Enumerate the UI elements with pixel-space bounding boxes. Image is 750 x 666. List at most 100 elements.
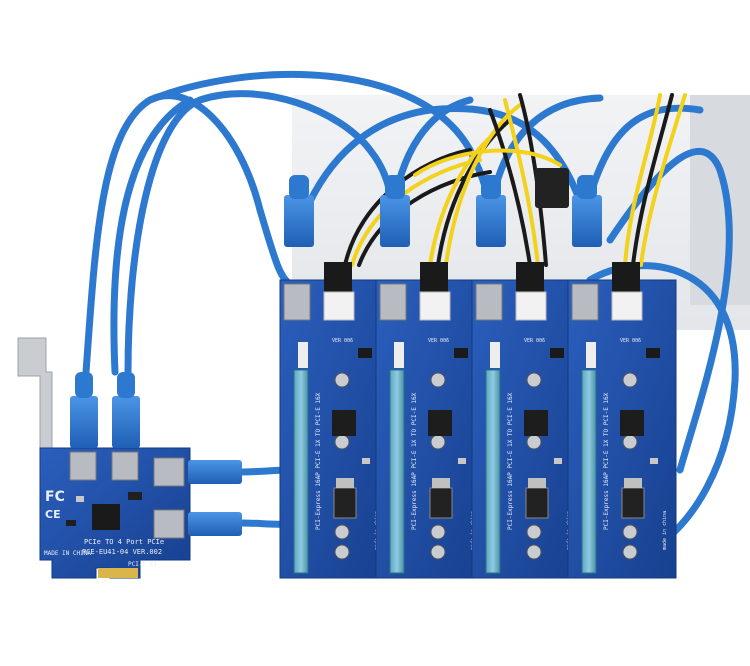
usb-port-2 — [111, 451, 139, 481]
riser-capacitor — [622, 524, 638, 540]
riser-power-plug — [516, 262, 544, 292]
riser-usb-plug — [476, 195, 506, 247]
riser-capacitor — [430, 372, 446, 388]
riser-regulator-tab — [624, 478, 642, 488]
usb-port-4 — [153, 509, 185, 539]
riser-capacitor — [526, 544, 542, 560]
adapter-component — [76, 496, 84, 502]
riser-slot-latch — [298, 342, 308, 368]
riser-capacitor — [334, 544, 350, 560]
adapter-made-in: MADE IN CHINA — [44, 550, 91, 557]
riser-pcie-slot — [581, 369, 597, 574]
usb-port-3 — [153, 457, 185, 487]
usb-plug-strain-2 — [117, 372, 135, 398]
riser-usb-port — [283, 283, 311, 321]
riser-pcie-slot — [389, 369, 405, 574]
riser-component — [454, 348, 468, 358]
adapter-pcie-mark: PCI-E X1 — [128, 561, 157, 568]
usb-plug-1 — [70, 396, 98, 448]
riser-power-socket — [515, 291, 547, 321]
riser-board: PCI-Express 16AP PCI-E 1X TO PCI-E 16X VE… — [567, 175, 677, 579]
riser-slot-latch — [586, 342, 596, 368]
riser-regulator — [333, 487, 357, 519]
adapter-component — [66, 520, 76, 526]
riser-usb-plug — [284, 195, 314, 247]
riser-power-socket — [611, 291, 643, 321]
riser-regulator — [525, 487, 549, 519]
controller-chip — [92, 504, 120, 530]
riser-power-plug — [612, 262, 640, 292]
adapter-model-text: PCE-EU41-04 VER.002 — [82, 548, 162, 556]
riser-capacitor — [430, 524, 446, 540]
riser-version-text: VER 006 — [620, 338, 641, 344]
usb-plug-2 — [112, 396, 140, 448]
riser-capacitor — [430, 434, 446, 450]
riser-version-text: VER 006 — [332, 338, 353, 344]
riser-usb-strain — [577, 175, 597, 199]
riser-capacitor — [334, 372, 350, 388]
riser-version-text: VER 006 — [524, 338, 545, 344]
pcie-adapter-card: FC CE MADE IN CHINA PCIe TO 4 Port PCIe … — [17, 337, 242, 579]
metal-case-panel — [690, 95, 750, 305]
riser-power-plug — [324, 262, 352, 292]
riser-slot-text: PCI-Express 16AP PCI-E 1X TO PCI-E 16X — [603, 392, 610, 530]
riser-capacitor — [526, 372, 542, 388]
fcc-mark: FC — [45, 489, 65, 505]
adapter-gold-fingers — [98, 568, 138, 578]
riser-usb-plug — [380, 195, 410, 247]
riser-slot-latch — [490, 342, 500, 368]
riser-capacitor — [622, 372, 638, 388]
riser-version-text: VER 006 — [428, 338, 449, 344]
riser-regulator-tab — [528, 478, 546, 488]
riser-power-plug — [420, 262, 448, 292]
ce-mark: CE — [45, 508, 61, 521]
usb-plug-strain-1 — [75, 372, 93, 398]
riser-power-socket — [323, 291, 355, 321]
riser-slot-text: PCI-Express 16AP PCI-E 1X TO PCI-E 16X — [411, 392, 418, 530]
riser-component — [458, 458, 466, 464]
riser-usb-port — [379, 283, 407, 321]
molex-connector — [535, 168, 569, 208]
riser-capacitor — [526, 524, 542, 540]
riser-usb-strain — [481, 175, 501, 199]
riser-regulator — [429, 487, 453, 519]
riser-pcie-slot — [293, 369, 309, 574]
riser-slot-text: PCI-Express 16AP PCI-E 1X TO PCI-E 16X — [315, 392, 322, 530]
riser-boards: PCI-Express 16AP PCI-E 1X TO PCI-E 16X VE… — [279, 175, 677, 579]
riser-component — [646, 348, 660, 358]
usb-plug-3 — [188, 460, 242, 484]
riser-capacitor — [526, 434, 542, 450]
riser-board: PCI-Express 16AP PCI-E 1X TO PCI-E 16X VE… — [279, 175, 389, 579]
riser-slot-text: PCI-Express 16AP PCI-E 1X TO PCI-E 16X — [507, 392, 514, 530]
riser-slot-latch — [394, 342, 404, 368]
riser-regulator-tab — [336, 478, 354, 488]
riser-regulator — [621, 487, 645, 519]
riser-component — [358, 348, 372, 358]
riser-inductor — [332, 410, 356, 436]
riser-component — [550, 348, 564, 358]
riser-usb-port — [571, 283, 599, 321]
riser-pcie-slot — [485, 369, 501, 574]
riser-component — [554, 458, 562, 464]
riser-board: PCI-Express 16AP PCI-E 1X TO PCI-E 16X VE… — [375, 175, 485, 579]
riser-capacitor — [622, 434, 638, 450]
usb-port-1 — [69, 451, 97, 481]
riser-made-in: made in china — [662, 511, 668, 550]
usb-plug-4 — [188, 512, 242, 536]
riser-regulator-tab — [432, 478, 450, 488]
riser-usb-strain — [289, 175, 309, 199]
riser-capacitor — [430, 544, 446, 560]
riser-capacitor — [334, 434, 350, 450]
riser-component — [362, 458, 370, 464]
riser-inductor — [428, 410, 452, 436]
riser-capacitor — [622, 544, 638, 560]
riser-component — [650, 458, 658, 464]
riser-power-socket — [419, 291, 451, 321]
riser-usb-strain — [385, 175, 405, 199]
riser-board: PCI-Express 16AP PCI-E 1X TO PCI-E 16X VE… — [471, 175, 581, 579]
riser-usb-plug — [572, 195, 602, 247]
riser-inductor — [620, 410, 644, 436]
adapter-component — [128, 492, 142, 500]
